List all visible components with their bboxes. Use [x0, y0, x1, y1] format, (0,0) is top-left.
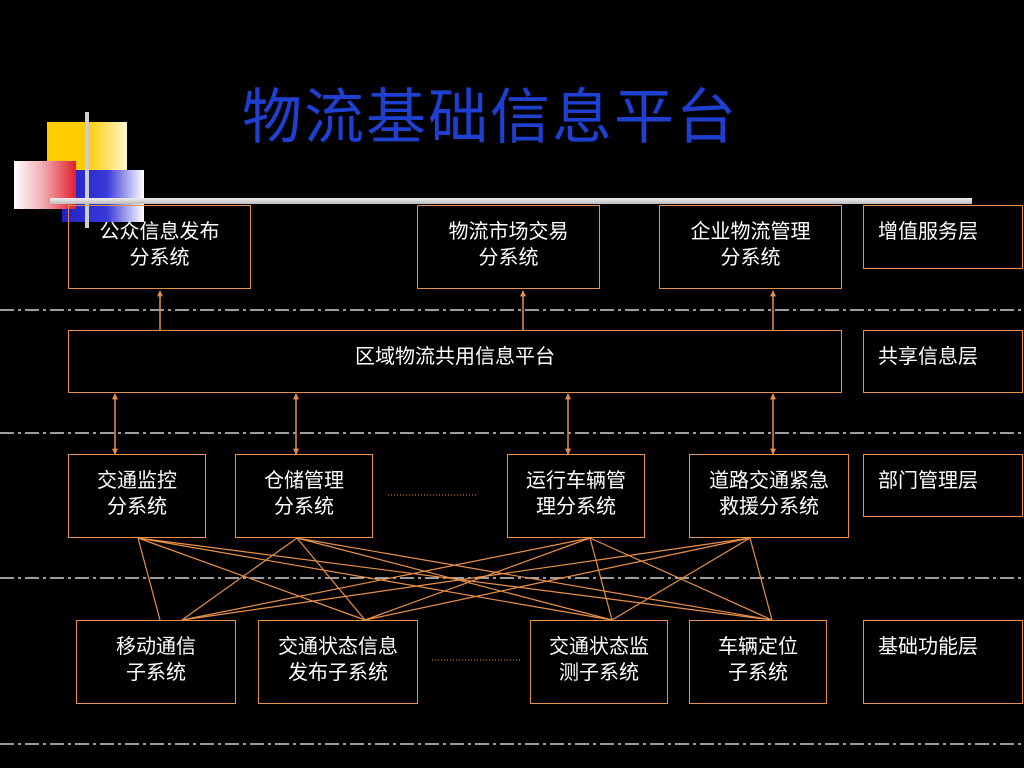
layer-label-shared: 共享信息层	[863, 330, 1023, 393]
layer-label-department: 部门管理层	[863, 454, 1023, 517]
layer-label-basic: 基础功能层	[863, 620, 1023, 704]
mobile-comm-subsystem: 移动通信 子系统	[76, 620, 236, 704]
market-trade-subsystem: 物流市场交易 分系统	[417, 205, 600, 289]
title-divider	[50, 198, 972, 204]
traffic-state-monitor-subsystem: 交通状态监 测子系统	[530, 620, 668, 704]
mesh-links	[137, 537, 773, 621]
public-info-subsystem: 公众信息发布 分系统	[68, 205, 251, 289]
enterprise-logistics-subsystem: 企业物流管理 分系统	[659, 205, 842, 289]
vehicle-mgmt-subsystem: 运行车辆管 理分系统	[507, 454, 645, 538]
page-title: 物流基础信息平台	[242, 83, 738, 153]
layer-label-value-added: 增值服务层	[863, 205, 1023, 269]
regional-logistics-platform: 区域物流共用信息平台	[68, 330, 842, 393]
road-emergency-subsystem: 道路交通紧急 救援分系统	[689, 454, 849, 538]
storage-mgmt-subsystem: 仓储管理 分系统	[235, 454, 373, 538]
deco-vertical-bar	[85, 112, 89, 228]
traffic-info-release-subsystem: 交通状态信息 发布子系统	[258, 620, 418, 704]
vehicle-positioning-subsystem: 车辆定位 子系统	[689, 620, 827, 704]
traffic-monitor-subsystem: 交通监控 分系统	[68, 454, 206, 538]
